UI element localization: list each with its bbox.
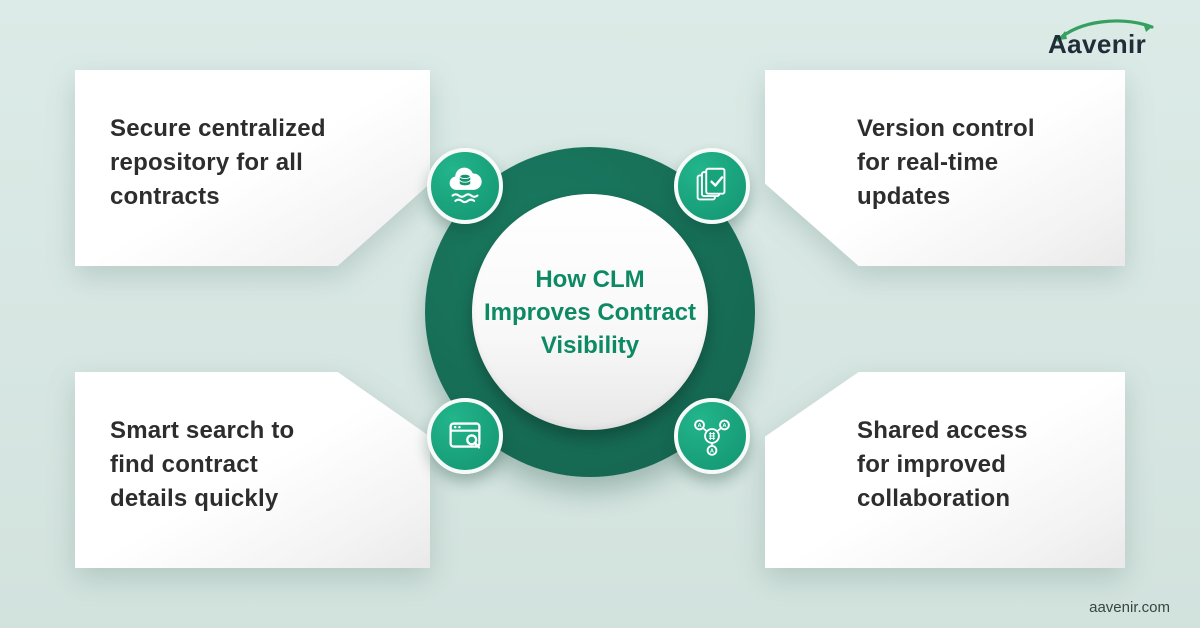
card-text-line: find contract [110, 451, 258, 478]
card-shape: Version control for real-time updates [765, 70, 1125, 266]
card-text-line: Secure centralized [110, 115, 326, 142]
brand-logo-text: Aavenir [1048, 29, 1147, 59]
card-secure-repository: Secure centralized repository for all co… [75, 70, 430, 266]
center-circle: How CLM Improves Contract Visibility [472, 194, 708, 430]
card-text-line: repository for all [110, 149, 303, 176]
card-text-line: Smart search to [110, 417, 295, 444]
card-shared-access: Shared access for improved collaboration [765, 372, 1125, 568]
card-text-line: contracts [110, 183, 220, 210]
svg-text:A: A [722, 423, 726, 429]
svg-text:A: A [697, 423, 701, 429]
card-text-line: for real-time [857, 149, 999, 176]
card-text: Version control for real-time updates [765, 70, 1125, 214]
shared-access-icon: A A A [674, 398, 750, 474]
card-text-line: Version control [857, 115, 1035, 142]
svg-text:A: A [710, 448, 714, 454]
center-title-line: How CLM [535, 265, 645, 293]
card-text-line: details quickly [110, 485, 279, 512]
card-text: Smart search to find contract details qu… [75, 372, 430, 516]
card-shape: Secure centralized repository for all co… [75, 70, 430, 266]
center-title-line: Improves Contract [483, 298, 697, 326]
card-text-line: for improved [857, 451, 1007, 478]
card-text-line: collaboration [857, 485, 1011, 512]
card-smart-search: Smart search to find contract details qu… [75, 372, 430, 568]
card-text-line: updates [857, 183, 951, 210]
center-title-line: Visibility [540, 331, 640, 359]
card-text-line: Shared access [857, 417, 1028, 444]
card-shape: Smart search to find contract details qu… [75, 372, 430, 568]
card-text: Shared access for improved collaboration [765, 372, 1125, 516]
cloud-repository-icon [427, 148, 503, 224]
version-control-icon [674, 148, 750, 224]
logo-arc-icon [1056, 19, 1154, 42]
card-text: Secure centralized repository for all co… [75, 70, 430, 214]
card-shape: Shared access for improved collaboration [765, 372, 1125, 568]
brand-logo: Aavenir [1048, 14, 1174, 62]
card-version-control: Version control for real-time updates [765, 70, 1125, 266]
website-url: aavenir.com [1089, 599, 1170, 616]
smart-search-icon [427, 398, 503, 474]
